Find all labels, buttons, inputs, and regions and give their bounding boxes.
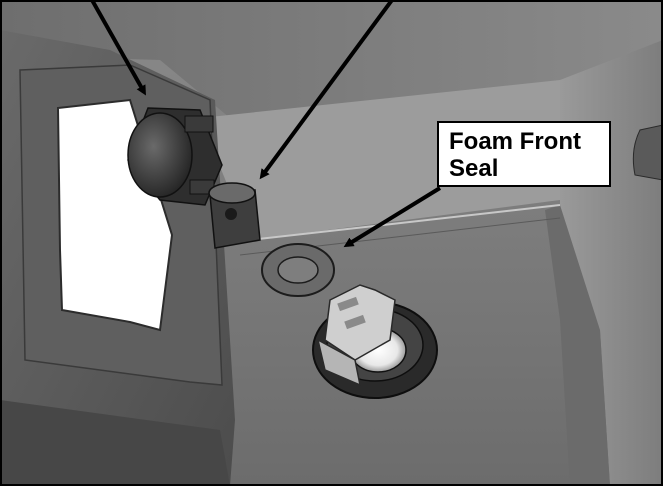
floor-edge-line [249, 204, 561, 241]
right-column-shadow [545, 205, 610, 486]
top-wall [0, 0, 663, 118]
pointer-arrow-seal [343, 186, 442, 248]
right-bracket [632, 124, 663, 181]
callout-box: Foam Front Seal [437, 121, 611, 187]
pointer-arrow-foam-block [259, 0, 394, 180]
receptacle-assembly [312, 284, 438, 399]
foam-block [208, 182, 261, 249]
back-wall-band [200, 80, 600, 240]
callout-label: Foam Front Seal [449, 128, 581, 182]
panel-bottom-fold [0, 400, 230, 486]
pointer-arrow-connector [90, 0, 146, 96]
connector-housing [127, 107, 223, 206]
foam-front-seal [261, 243, 335, 297]
